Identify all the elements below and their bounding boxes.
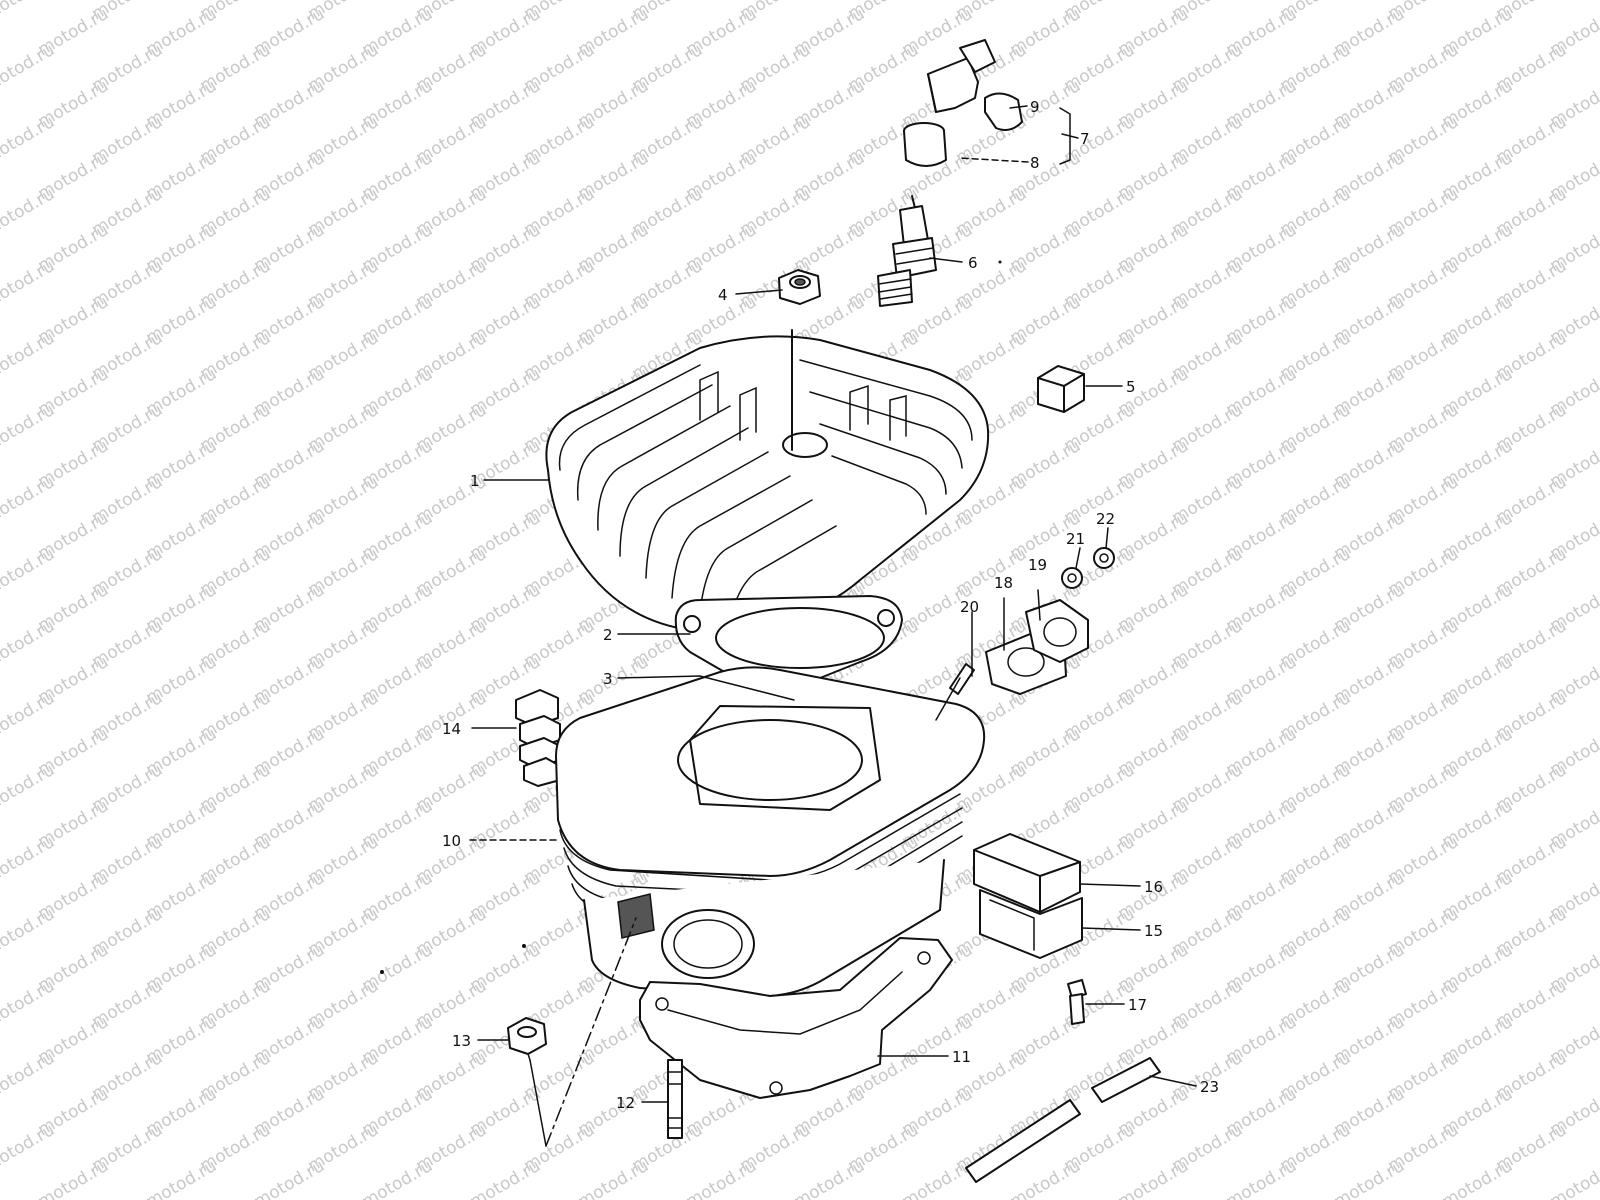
watermark-text: motod.ru <box>467 1156 545 1200</box>
plug-cap-assembly <box>903 39 1023 167</box>
watermark-text: motod.ru <box>251 1156 329 1200</box>
callout-16: 16 <box>1144 878 1163 896</box>
leader-lines <box>380 105 1197 1147</box>
callout-11: 11 <box>952 1048 971 1066</box>
watermark-text: motod.ru <box>0 904 58 960</box>
watermark-text: motod.ru <box>1115 1156 1193 1200</box>
callout-3: 3 <box>603 670 613 688</box>
watermark-text: motod.ru <box>1331 1156 1409 1200</box>
callout-2: 2 <box>603 626 613 644</box>
callout-4: 4 <box>718 286 728 304</box>
callout-14: 14 <box>442 720 461 738</box>
cylinder-head <box>545 329 990 631</box>
watermark-text: motod.ru <box>0 832 58 888</box>
cap-block <box>1037 365 1085 413</box>
intake-parts <box>935 547 1115 721</box>
callout-9: 9 <box>1030 98 1040 116</box>
callout-6: 6 <box>968 254 978 272</box>
watermark-text: motod.ru <box>575 1156 653 1200</box>
watermark-text: motod.ru <box>0 544 58 600</box>
callout-17: 17 <box>1128 996 1147 1014</box>
callout-5: 5 <box>1126 378 1136 396</box>
watermark-text: motod.ru <box>899 1156 977 1200</box>
callout-10: 10 <box>442 832 461 850</box>
watermark-text: motod.ru <box>0 40 58 96</box>
cylinder-block <box>555 666 986 997</box>
watermark-text: motod.ru <box>0 1048 58 1104</box>
callout-12: 12 <box>616 1094 635 1112</box>
callout-18: 18 <box>994 574 1013 592</box>
watermark-text: motod.ru <box>0 472 58 528</box>
watermark-text: motod.ru <box>0 616 58 672</box>
watermark-text: motod.ru <box>1007 1156 1085 1200</box>
watermark-text: motod.ru <box>0 760 58 816</box>
callout-numbers: 9 7 8 6 4 5 1 22 21 18 19 20 2 3 14 10 1… <box>442 98 1219 1112</box>
watermark-text: motod.ru <box>0 184 58 240</box>
callout-13: 13 <box>452 1032 471 1050</box>
callout-19: 19 <box>1028 556 1047 574</box>
watermark-text: motod.ru <box>1547 1156 1600 1200</box>
watermark-text: motod.ru <box>0 0 58 24</box>
watermark-text: motod.ru <box>359 1156 437 1200</box>
callout-23: 23 <box>1200 1078 1219 1096</box>
spark-plug <box>877 195 937 307</box>
watermark-text: motod.ru <box>143 1156 221 1200</box>
base-gasket <box>639 937 953 1099</box>
base-stud <box>667 1059 683 1139</box>
callout-15: 15 <box>1144 922 1163 940</box>
head-nut <box>778 269 821 305</box>
watermark-text: motod.ru <box>683 1156 761 1200</box>
watermark-text: motod.ru <box>0 400 58 456</box>
watermark-text: motod.ru <box>791 1156 869 1200</box>
callout-22: 22 <box>1096 510 1115 528</box>
watermark-text: motod.ru <box>0 328 58 384</box>
watermark-text: motod.ru <box>0 976 58 1032</box>
damper-stack <box>515 689 561 787</box>
watermark-text: motod.ru <box>1223 1156 1301 1200</box>
watermark-text: motod.ru <box>35 1156 113 1200</box>
base-nut <box>507 1017 547 1055</box>
watermark-text: motod.ru <box>0 688 58 744</box>
callout-1: 1 <box>470 472 480 490</box>
callout-8: 8 <box>1030 154 1040 172</box>
watermark-text: motod.ru <box>1439 1156 1517 1200</box>
watermark-text: motod.ru <box>0 112 58 168</box>
watermark-text: motod.ru <box>0 256 58 312</box>
watermark-text: motod.ru <box>0 1120 58 1176</box>
drain-bolt <box>1067 979 1087 1025</box>
reed-valve <box>973 833 1083 959</box>
callout-20: 20 <box>960 598 979 616</box>
callout-21: 21 <box>1066 530 1085 548</box>
hoses <box>965 1057 1161 1183</box>
callout-7: 7 <box>1080 130 1090 148</box>
